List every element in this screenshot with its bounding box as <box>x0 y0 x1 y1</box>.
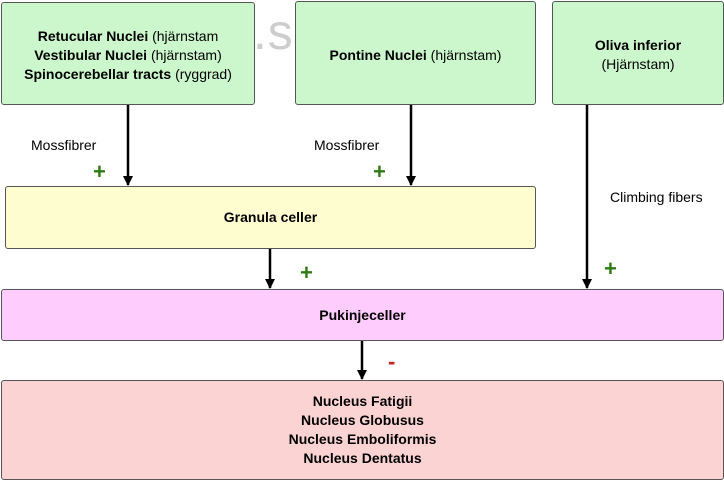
purkinje-cells-label: Pukinjeceller <box>319 306 406 323</box>
granula-celler-label: Granula celler <box>223 209 318 225</box>
nucleus-fatigii: Nucleus Fatigii <box>312 393 413 409</box>
plus-sign-middle: + <box>373 159 386 184</box>
pontine-nuclei-name: Pontine Nuclei <box>329 47 427 63</box>
retucular-nuclei-name: Retucular Nuclei <box>37 28 149 44</box>
source-box-oliva: Oliva inferior (Hjärnstam) <box>552 1 724 105</box>
pontine-nuclei-location: (hjärnstam) <box>426 47 502 63</box>
source-box-pontine: Pontine Nuclei (hjärnstam) <box>295 1 536 105</box>
plus-sign-climbing: + <box>604 256 617 281</box>
retucular-nuclei-location: (hjärnstam <box>148 28 219 44</box>
granula-celler-box: Granula celler <box>5 186 536 249</box>
source-line-pontine: Pontine Nuclei (hjärnstam) <box>330 46 502 65</box>
source-box-brainstem-spinal: Retucular Nuclei (hjärnstam Vestibular N… <box>1 2 255 105</box>
oliva-inferior-name: Oliva inferior <box>594 37 682 53</box>
oliva-inferior-location: (Hjärnstam) <box>601 56 675 72</box>
mossfibrer-label-middle: Mossfibrer <box>314 137 380 153</box>
vestibular-nuclei-name: Vestibular Nuclei <box>34 47 148 63</box>
source-line-spinocerebellar: Spinocerebellar tracts (ryggrad) <box>24 65 232 84</box>
deep-nuclei-box: Nucleus Fatigii Nucleus Globusus Nucleus… <box>1 380 724 480</box>
spinocerebellar-tracts-name: Spinocerebellar tracts <box>24 66 172 82</box>
source-line-vestibular: Vestibular Nuclei (hjärnstam) <box>34 46 222 65</box>
nucleus-emboliformis: Nucleus Emboliformis <box>288 431 437 447</box>
plus-sign-granula: + <box>300 260 313 285</box>
mossfibrer-label-left: Mossfibrer <box>31 137 97 153</box>
nucleus-dentatus: Nucleus Dentatus <box>303 450 422 466</box>
climbing-fibers-label: Climbing fibers <box>610 189 703 205</box>
minus-sign-purkinje: - <box>388 349 396 374</box>
source-line-retucular: Retucular Nuclei (hjärnstam <box>38 27 219 46</box>
nucleus-globusus: Nucleus Globusus <box>301 412 424 428</box>
plus-sign-left: + <box>93 159 106 184</box>
vestibular-nuclei-location: (hjärnstam) <box>147 47 222 63</box>
purkinje-cells-box: Pukinjeceller <box>1 289 724 341</box>
spinocerebellar-tracts-location: (ryggrad) <box>171 66 232 82</box>
